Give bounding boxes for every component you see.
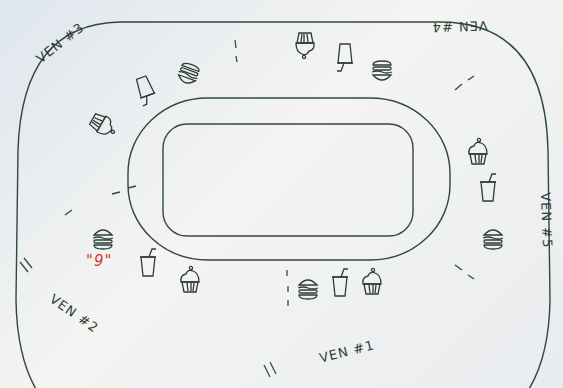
cupcake-icon	[296, 33, 314, 59]
drink-icon	[332, 269, 348, 296]
burger-icon	[298, 280, 318, 299]
drink-icon	[480, 174, 496, 201]
burger-icon	[176, 61, 201, 86]
burger-icon	[93, 230, 113, 249]
cupcake-icon	[88, 111, 119, 140]
drink-icon	[134, 75, 158, 106]
vendor-label: VEN #2	[48, 292, 101, 335]
section-dividers	[65, 40, 474, 306]
food-icons	[88, 33, 503, 299]
burger-icon	[483, 230, 503, 249]
outer-ring	[16, 22, 550, 388]
vendor-label: VEN #3	[34, 20, 86, 65]
cupcake-icon	[181, 266, 199, 292]
vendor-label: VEN #5	[539, 192, 554, 249]
drink-icon	[140, 249, 156, 276]
cupcake-icon	[469, 138, 487, 164]
cupcake-icon	[363, 268, 381, 294]
field	[163, 124, 413, 236]
burger-icon	[372, 61, 392, 80]
drink-icon	[337, 44, 353, 71]
vendor-label: VEN #1	[318, 338, 376, 364]
vendor-label: VEN #4	[431, 19, 488, 34]
callout-number: "9"	[86, 254, 112, 269]
concourse-ring	[128, 98, 450, 260]
